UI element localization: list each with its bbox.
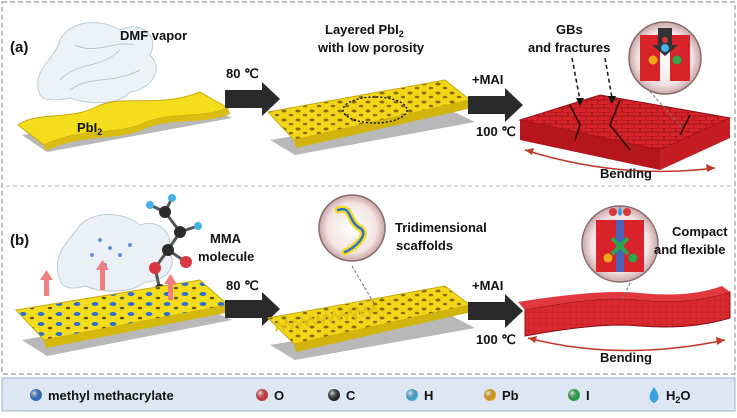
zoom-lens-scaffold [318,194,386,306]
zoom-lens-b [581,205,659,301]
panel-b-tag: (b) [10,232,29,249]
bending-label-a: Bending [600,166,652,181]
legend-label: H [424,388,433,403]
arrow-b1: 80 ℃ [225,278,280,326]
bending-indicator-b: Bending [527,336,726,365]
legend-item-pb: Pb [484,388,519,403]
legend-background [1,377,736,412]
water-drop-icon [649,387,659,403]
legend-item-h2o: H2O [649,387,691,405]
panel-a-tag: (a) [10,39,28,56]
legend-item-h: H [406,388,433,403]
scaffold-film [266,285,475,360]
zoom-lens-a [628,21,702,129]
bending-indicator-a: Bending [524,148,716,181]
legend-item-c: C [328,388,356,403]
perovskite-film-a [518,94,732,170]
bending-label-b: Bending [600,350,652,365]
figure-frame [1,1,736,375]
panel-a: (a) DMF vapor PbI2 80 ℃ Layered PbI2 wit… [10,21,732,181]
arrow-a2-temp: 100 ℃ [476,124,516,139]
legend: methyl methacrylate O C H Pb I [1,377,736,412]
compact-label-line1: Compact [672,224,728,239]
arrow-a2-reagent: +MAI [472,72,503,87]
legend-item-methyl-methacrylate: methyl methacrylate [30,388,174,403]
layered-label-a: Layered PbI2 [325,22,404,39]
arrow-b1-temp: 80 ℃ [226,278,259,293]
panel-b: (b) [10,194,731,365]
gbs-label-line1: GBs [556,22,583,37]
legend-label: I [586,388,590,403]
arrow-a1-temp: 80 ℃ [226,66,259,81]
arrow-a2: +MAI 100 ℃ [468,72,523,139]
compact-label-line2: and flexible [654,242,726,257]
porous-pbi2-film-a [267,79,475,155]
gbs-label-line2: and fractures [528,40,610,55]
dmf-vapor-cloud [37,22,157,104]
fracture-lines [569,99,691,151]
layered-label-a-line2: with low porosity [317,40,425,55]
legend-label: C [346,388,356,403]
scaffold-label-line1: Tridimensional [395,220,487,235]
mma-doped-pbi2-film [14,260,232,356]
porosity-highlight [342,96,408,124]
arrow-b2: +MAI 100 ℃ [468,278,523,347]
mma-vapor-cloud [56,214,173,292]
dmf-vapor-label: DMF vapor [120,28,187,43]
pbi2-film-a [17,91,232,152]
pbi2-label-a: PbI2 [77,120,102,137]
mma-label-line1: MMA [210,231,242,246]
arrow-b2-temp: 100 ℃ [476,332,516,347]
mma-label-line2: molecule [198,249,254,264]
legend-label-h2o: H2O [666,388,691,405]
scaffold-label-line2: scaffolds [396,238,453,253]
legend-label: O [274,388,284,403]
legend-label: methyl methacrylate [48,388,174,403]
vapor-release-arrows [40,260,177,300]
legend-item-o: O [256,388,284,403]
arrow-a1: 80 ℃ [225,66,280,116]
perovskite-film-b [518,286,731,337]
legend-label: Pb [502,388,519,403]
legend-item-i: I [568,388,590,403]
arrow-b2-reagent: +MAI [472,278,503,293]
